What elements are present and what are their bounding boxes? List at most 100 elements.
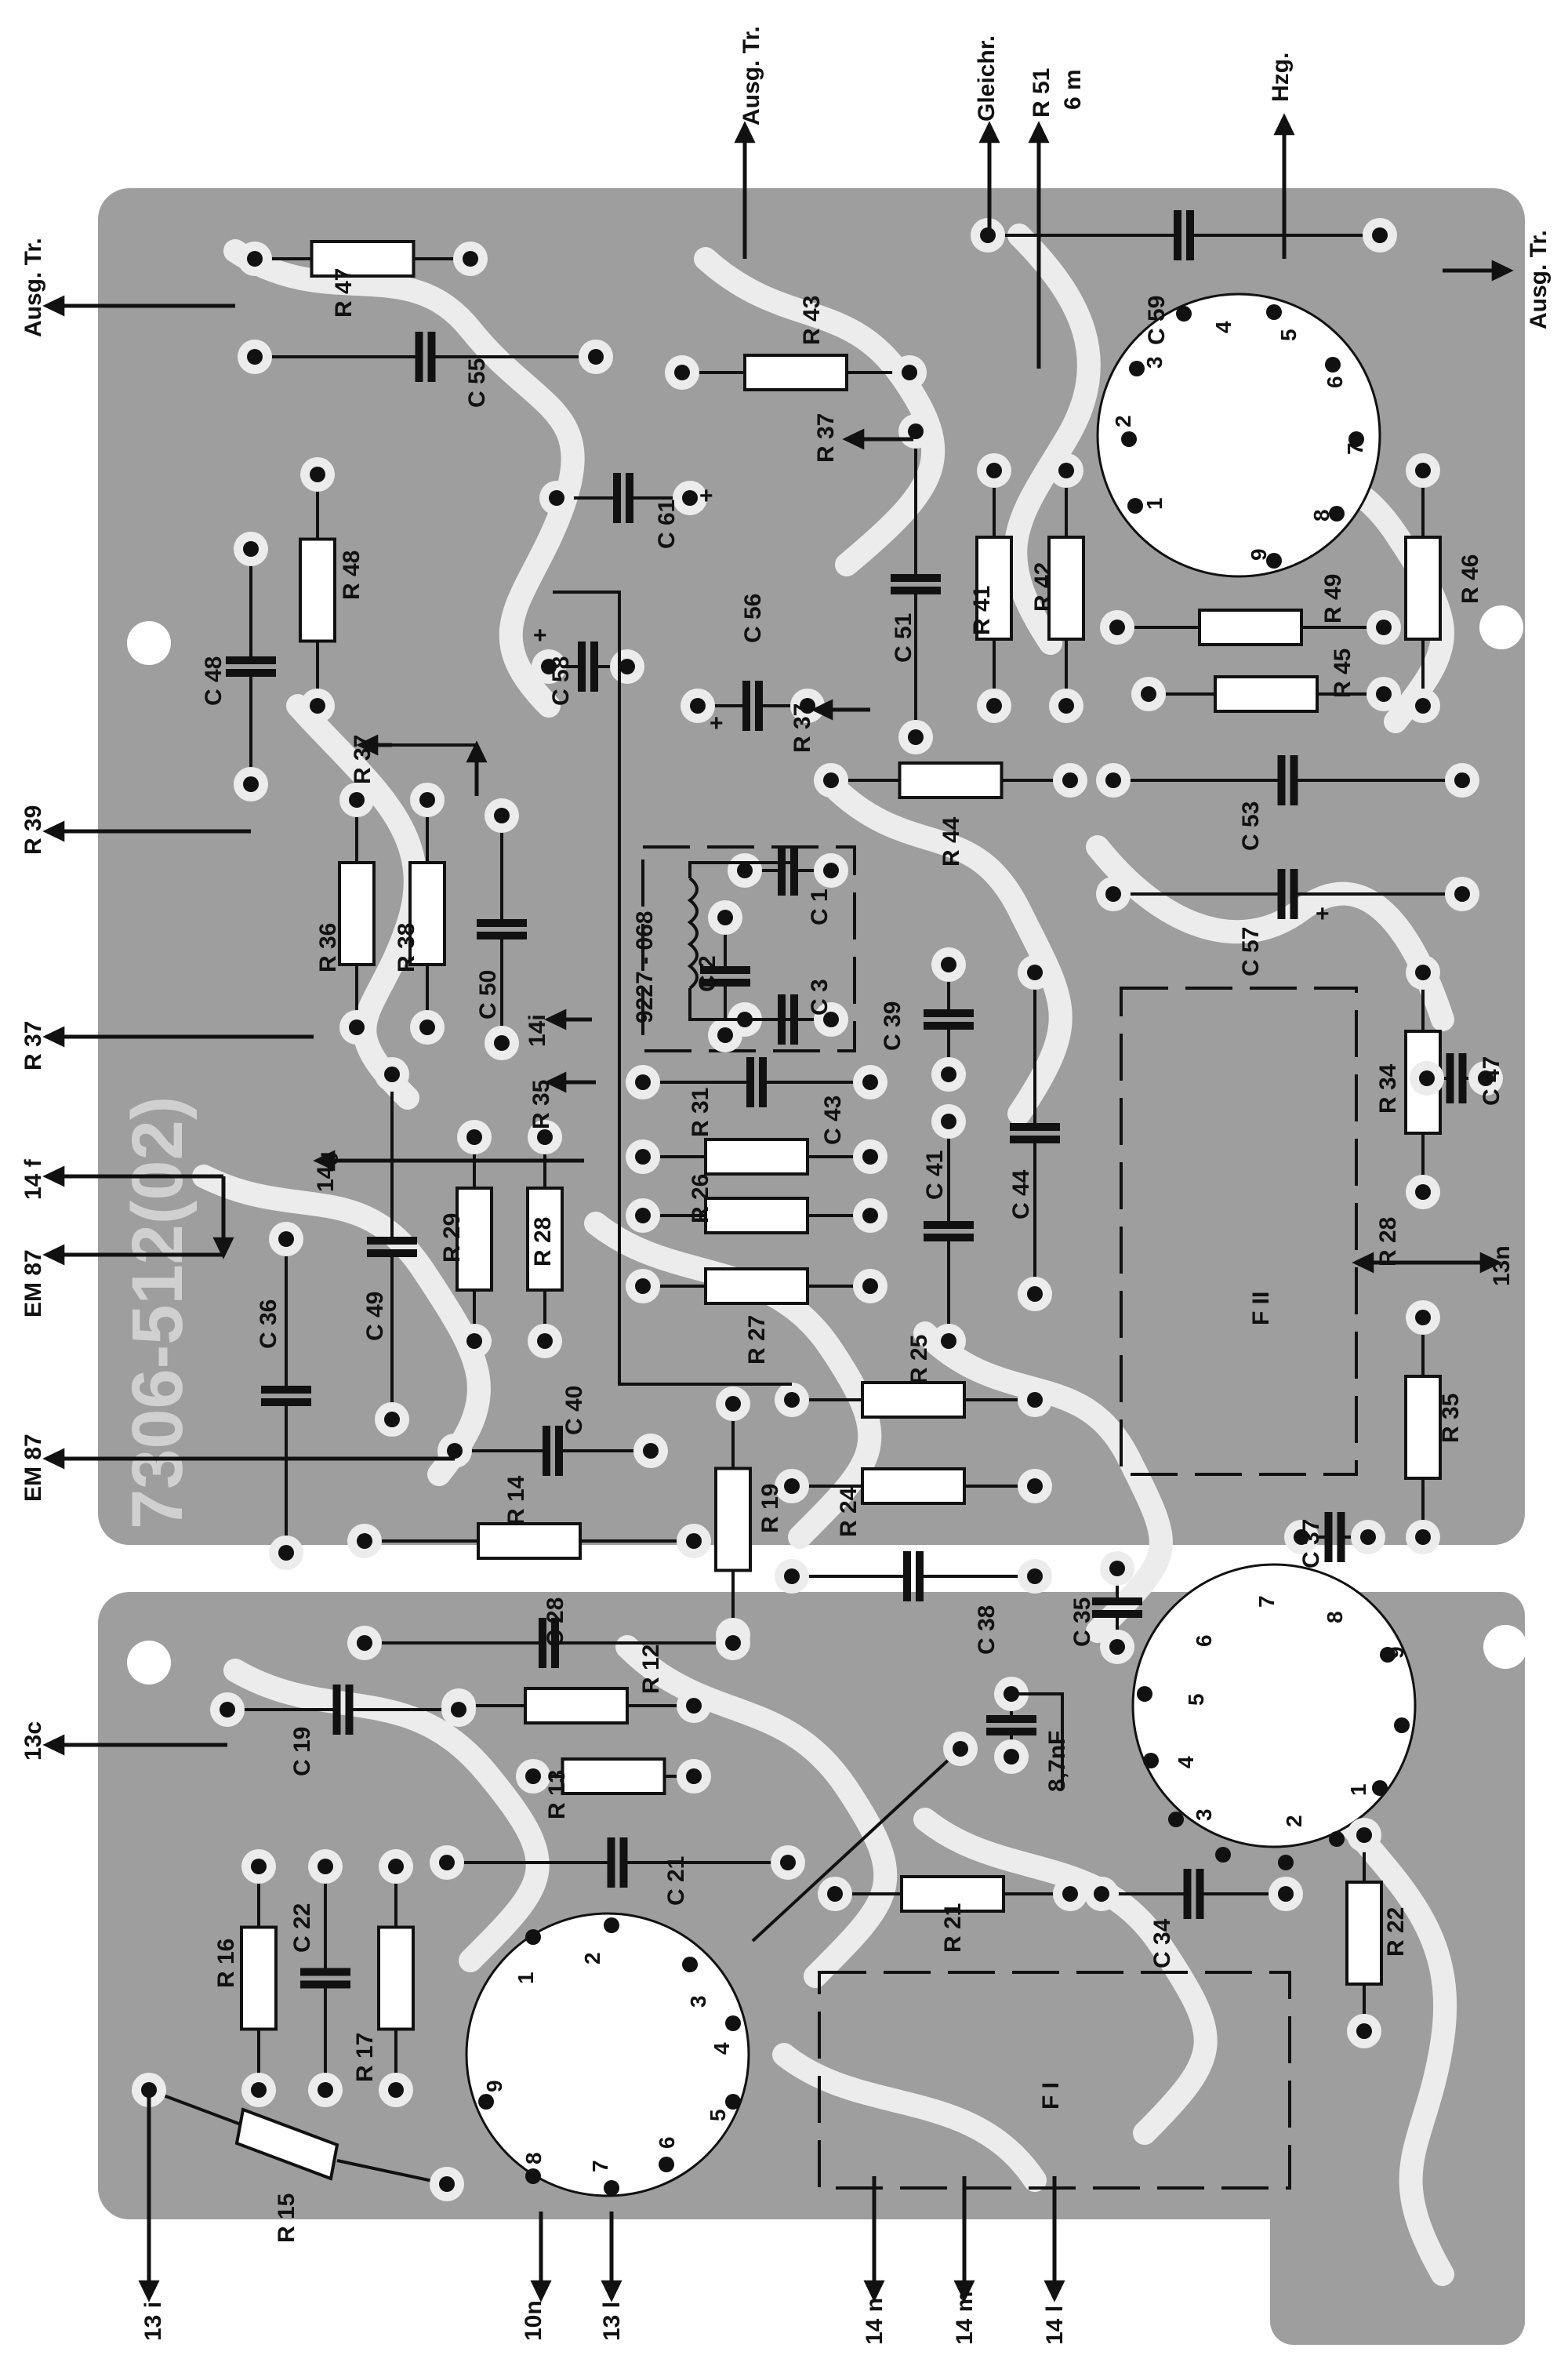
- lead-wire: [336, 2159, 448, 2186]
- tube-socket-bottom: 1 2 3 4 5 6 7 8 9: [465, 1912, 750, 2197]
- component-label: C 61: [654, 500, 680, 549]
- solder-pad-hole: [784, 1392, 800, 1408]
- resistor-body: [900, 1875, 1005, 1913]
- solder-pad-hole: [1004, 1749, 1019, 1765]
- solder-pad-hole: [737, 863, 753, 878]
- connection-label: R 39: [20, 805, 46, 855]
- solder-pad-hole: [220, 1702, 235, 1717]
- component-label: C 3: [807, 979, 833, 1016]
- connection-label: R 37: [813, 413, 839, 463]
- connection-label: 14 l: [1042, 2306, 1068, 2345]
- solder-pad-hole: [1415, 965, 1431, 980]
- lead-wire: [751, 1747, 962, 1943]
- arrow-head: [601, 2280, 622, 2302]
- solder-pad-hole: [827, 1886, 843, 1902]
- solder-pad-hole: [251, 2082, 267, 2098]
- pin-label: 5: [706, 2109, 730, 2121]
- components-layer: [132, 210, 1503, 2201]
- solder-pad-hole: [635, 1149, 651, 1165]
- resistor-body: [1404, 1375, 1442, 1480]
- solder-pad-hole: [1027, 1568, 1043, 1584]
- component-label: C 1: [807, 889, 833, 925]
- resistor-body: [524, 1687, 629, 1725]
- arrow-head: [953, 2280, 975, 2302]
- solder-pad-hole: [686, 1533, 702, 1549]
- solder-pad-hole: [1376, 620, 1392, 635]
- arrow-head: [1479, 1252, 1502, 1274]
- arrow-head: [811, 699, 833, 721]
- solder-pad-hole: [278, 1545, 294, 1561]
- arrow-head: [42, 820, 65, 842]
- pin-label: 6: [1192, 1634, 1216, 1647]
- solder-pad-hole: [686, 1768, 702, 1784]
- component-label: C 35: [1069, 1597, 1095, 1647]
- solder-pad-hole: [717, 1027, 733, 1043]
- solder-pad-hole: [251, 1859, 267, 1874]
- arrow-head: [212, 1237, 234, 1259]
- resistor-body: [861, 1467, 966, 1505]
- isolation-lanes: [192, 224, 1457, 2286]
- solder-pad-hole: [1356, 2023, 1372, 2039]
- resistor-body: [714, 1466, 752, 1572]
- solder-pad-hole: [1094, 1886, 1109, 1902]
- connection-label: 13c: [20, 1721, 46, 1761]
- resistor-body: [1345, 1881, 1383, 1986]
- tube-socket-middle: 5 4 3 2 1 6 7 8 9: [1131, 1563, 1417, 1870]
- connection-label: Gleichr.: [974, 35, 1000, 122]
- component-label: R 17: [352, 2033, 378, 2082]
- component-label: R 41: [969, 586, 995, 635]
- wire: [688, 861, 792, 878]
- solder-pad-hole: [690, 698, 706, 714]
- arrow-head: [544, 1009, 567, 1030]
- solder-pad-hole: [1415, 1310, 1431, 1325]
- solder-pad-hole: [941, 1114, 956, 1129]
- component-label: R 14: [503, 1475, 529, 1525]
- solder-pad-hole: [1415, 698, 1431, 714]
- solder-pad-hole: [525, 1768, 541, 1784]
- solder-pad-hole: [349, 1019, 365, 1035]
- solder-pad-hole: [357, 1635, 372, 1651]
- arrow-head: [530, 2280, 552, 2302]
- socket-pins: [1137, 1647, 1410, 1870]
- component-label: R 22: [1383, 1907, 1409, 1957]
- filter-fii-outline: [1120, 987, 1358, 1476]
- component-label: R 45: [1330, 649, 1356, 698]
- connection-label: R 35: [528, 1080, 554, 1129]
- solder-pad-hole: [388, 2082, 404, 2098]
- pin-label: 8: [521, 2152, 546, 2164]
- solder-pad-hole: [1109, 1639, 1125, 1655]
- connection-label: R 51: [1029, 68, 1054, 118]
- component-label: C 47: [1479, 1056, 1504, 1106]
- solder-pad-hole: [349, 792, 365, 808]
- solder-pad-hole: [643, 1443, 659, 1459]
- wire: [688, 988, 792, 1021]
- solder-pad-hole: [1356, 1827, 1372, 1843]
- solder-pad-hole: [1105, 772, 1121, 788]
- solder-pad-hole: [986, 463, 1002, 478]
- pin-label: 1: [1346, 1783, 1370, 1796]
- solder-pad-hole: [1294, 1529, 1309, 1545]
- solder-pad-hole: [823, 863, 839, 878]
- solder-pad-hole: [1454, 886, 1470, 902]
- component-label: C 2: [695, 955, 720, 992]
- component-label: R 48: [339, 551, 365, 600]
- polarity-plus: +: [1316, 901, 1330, 927]
- solder-pad-hole: [357, 1533, 372, 1549]
- board-marking: 7306-512(02): [118, 1096, 198, 1529]
- solder-pad-hole: [247, 349, 263, 365]
- solder-pad-hole: [902, 365, 917, 380]
- solder-pad-hole: [780, 1855, 796, 1870]
- solder-pad-hole: [674, 365, 690, 380]
- pin-label: 4: [710, 2042, 734, 2055]
- pin-label: 5: [1184, 1693, 1208, 1706]
- connection-label: Hzg.: [1268, 53, 1294, 102]
- component-label: C 50: [475, 970, 501, 1019]
- filter-9227-outline: [641, 845, 856, 1052]
- component-label: C 57: [1238, 927, 1264, 976]
- component-label: R 21: [940, 1903, 966, 1953]
- solder-pad-hole: [1027, 965, 1043, 980]
- connection-label: 13 l: [599, 2302, 625, 2341]
- component-label: C 59: [1144, 296, 1170, 345]
- solder-pad-hole: [823, 1012, 839, 1027]
